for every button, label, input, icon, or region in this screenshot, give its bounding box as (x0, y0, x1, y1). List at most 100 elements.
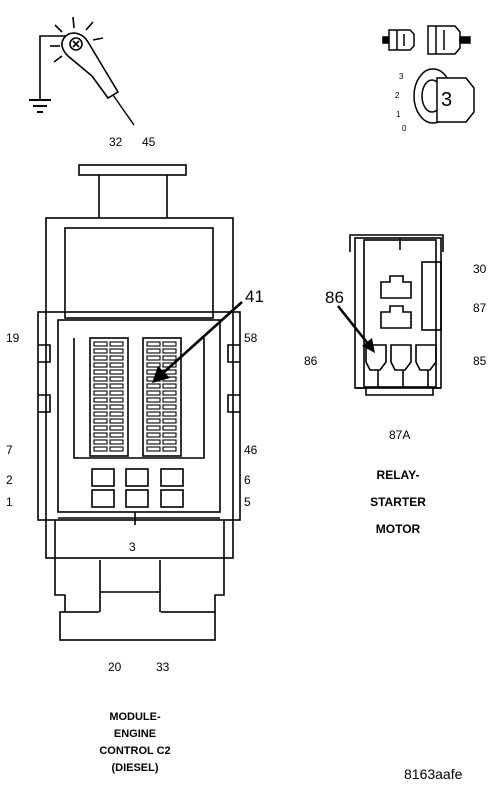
c2-caption-line: ENGINE (113, 728, 157, 740)
terminal-cavity (146, 432, 161, 438)
terminal-cavity (146, 397, 161, 403)
figure-id: 8163aafe (404, 766, 463, 782)
ignition-key-icon (382, 25, 475, 124)
relay-pin-label-86: 86 (304, 354, 318, 368)
terminal-cavity (109, 390, 124, 396)
terminal-cavity (162, 439, 177, 445)
relay-caption: RELAY- STARTER MOTOR (350, 462, 446, 543)
terminal-cavity (109, 376, 124, 382)
relay-pin-label-87a: 87A (389, 428, 411, 442)
terminal-cavity (109, 383, 124, 389)
terminal-cavity (162, 390, 177, 396)
terminal-cavity (93, 404, 108, 410)
terminal-cavity (93, 355, 108, 361)
terminal-cavity (146, 425, 161, 431)
callout-41-arrow (152, 301, 243, 383)
key-active-position: 3 (441, 89, 453, 111)
terminal-cavity (162, 341, 177, 347)
terminal-cavity (146, 411, 161, 417)
probe-pin-label-45: 45 (142, 135, 156, 149)
terminal-cavity (109, 355, 124, 361)
terminal-cavity (93, 362, 108, 368)
c2-pin-label-20: 20 (108, 660, 122, 674)
callout-86-arrow (336, 305, 375, 353)
terminal-cavity (109, 404, 124, 410)
connector-c2-large-cavities (91, 468, 184, 508)
terminal-cavity (146, 355, 161, 361)
terminal-cavity (93, 390, 108, 396)
terminal-cavity (162, 425, 177, 431)
relay-callout-86: 86 (325, 288, 344, 307)
terminal-cavity (93, 341, 108, 347)
terminal-cavity (93, 348, 108, 354)
terminal-cavity (146, 446, 161, 452)
c2-pin-label-2: 2 (6, 473, 13, 487)
key-position-1: 1 (396, 110, 401, 119)
terminal-cavity (93, 446, 108, 452)
terminal-cavity (93, 418, 108, 424)
terminal-cavity (162, 418, 177, 424)
terminal-cavity (146, 404, 161, 410)
c2-caption-line: CONTROL C2 (99, 745, 171, 757)
terminal-cavity (109, 411, 124, 417)
terminal-cavity (93, 383, 108, 389)
relay-pin-label-30: 30 (473, 262, 487, 276)
terminal-cavity (93, 432, 108, 438)
connector-c2-caption: MODULE- ENGINE CONTROL C2 (DIESEL) (80, 709, 190, 777)
terminal-cavity (109, 418, 124, 424)
terminal-cavity (109, 369, 124, 375)
terminal-cavity (109, 425, 124, 431)
c2-caption-line: (DIESEL) (111, 762, 159, 774)
test-probe-icon (29, 16, 135, 126)
terminal-cavity (162, 404, 177, 410)
terminal-cavity (93, 411, 108, 417)
c2-pin-label-46: 46 (244, 443, 258, 457)
terminal-cavity (162, 383, 177, 389)
terminal-cavity (162, 432, 177, 438)
relay-caption-line: MOTOR (375, 522, 421, 536)
terminal-cavity (162, 355, 177, 361)
terminal-cavity (146, 390, 161, 396)
terminal-cavity (109, 439, 124, 445)
terminal-cavity (93, 369, 108, 375)
probe-pin-label-32: 32 (109, 135, 123, 149)
terminal-cavity (109, 348, 124, 354)
terminal-cavity (93, 376, 108, 382)
terminal-cavity (146, 362, 161, 368)
terminal-cavity (162, 397, 177, 403)
starter-relay-outline (349, 234, 444, 396)
terminal-cavity (146, 383, 161, 389)
terminal-cavity (109, 397, 124, 403)
c2-pin-label-7: 7 (6, 443, 13, 457)
relay-pin-label-85: 85 (473, 354, 487, 368)
c2-caption-line: MODULE- (109, 711, 161, 723)
key-position-2: 2 (395, 91, 400, 100)
c2-pin-label-3: 3 (129, 540, 136, 554)
c2-pin-label-1: 1 (6, 495, 13, 509)
terminal-cavity (93, 397, 108, 403)
relay-caption-line: RELAY- (376, 468, 420, 482)
terminal-cavity (109, 341, 124, 347)
key-position-3: 3 (399, 72, 404, 81)
c2-pin-label-5: 5 (244, 495, 251, 509)
terminal-cavity (146, 439, 161, 445)
terminal-cavity (109, 362, 124, 368)
c2-callout-41: 41 (245, 287, 264, 306)
terminal-cavity (146, 341, 161, 347)
terminal-cavity (162, 348, 177, 354)
terminal-cavity (93, 425, 108, 431)
relay-caption-line: STARTER (370, 495, 426, 509)
terminal-cavity (93, 439, 108, 445)
c2-pin-label-58: 58 (244, 331, 258, 345)
terminal-cavity (109, 446, 124, 452)
c2-pin-label-6: 6 (244, 473, 251, 487)
key-position-0: 0 (402, 124, 407, 133)
connector-c2-outline (37, 164, 241, 641)
terminal-cavity (146, 418, 161, 424)
terminal-cavity (109, 432, 124, 438)
relay-pin-label-87: 87 (473, 301, 487, 315)
c2-pin-label-33: 33 (156, 660, 170, 674)
c2-pin-label-19: 19 (6, 331, 20, 345)
terminal-cavity (162, 411, 177, 417)
